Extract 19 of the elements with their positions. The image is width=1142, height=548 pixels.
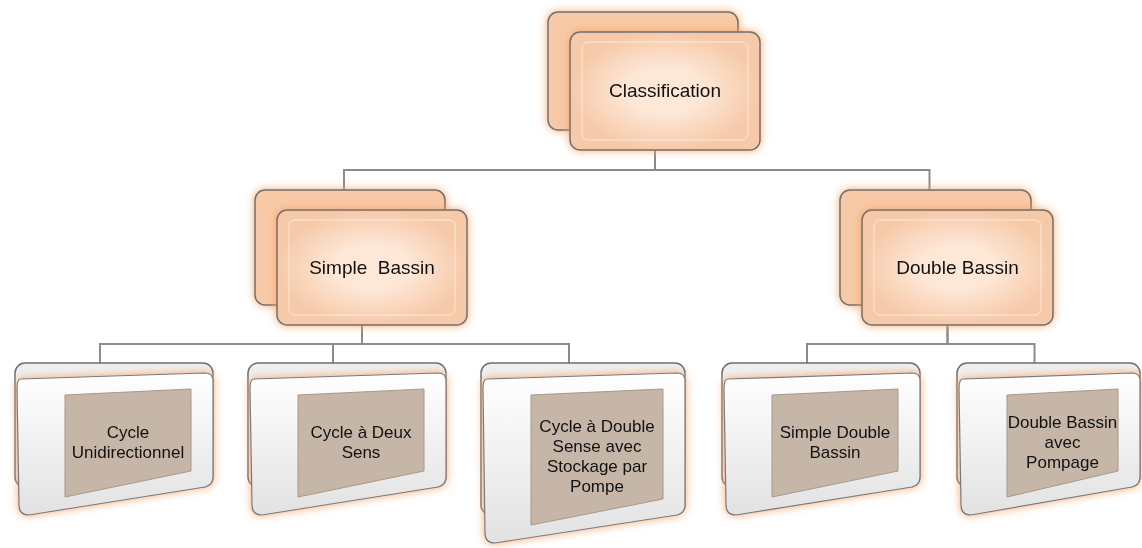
box-label: Simple Double Bassin (778, 422, 892, 464)
type-box (248, 363, 446, 515)
category-box (840, 190, 1053, 325)
type-box (481, 363, 685, 543)
box-label: Cycle Unidirectionnel (70, 422, 186, 464)
type-box (15, 363, 213, 515)
category-box (255, 190, 467, 325)
connector-line (946, 324, 1036, 364)
connector-line (361, 324, 570, 364)
box-label: Cycle à Deux Sens (309, 422, 413, 464)
box-label: Simple Bassin (308, 255, 436, 280)
type-box (957, 363, 1140, 515)
box-label: Double Bassin (895, 255, 1020, 280)
category-box (548, 12, 760, 150)
type-box (722, 363, 920, 515)
box-label: Cycle à Double Sense avec Stockage par Pompe (538, 416, 656, 498)
box-label: Classification (608, 79, 722, 103)
connector-line (654, 149, 931, 191)
box-label: Double Bassin avec Pompage (1007, 412, 1118, 474)
